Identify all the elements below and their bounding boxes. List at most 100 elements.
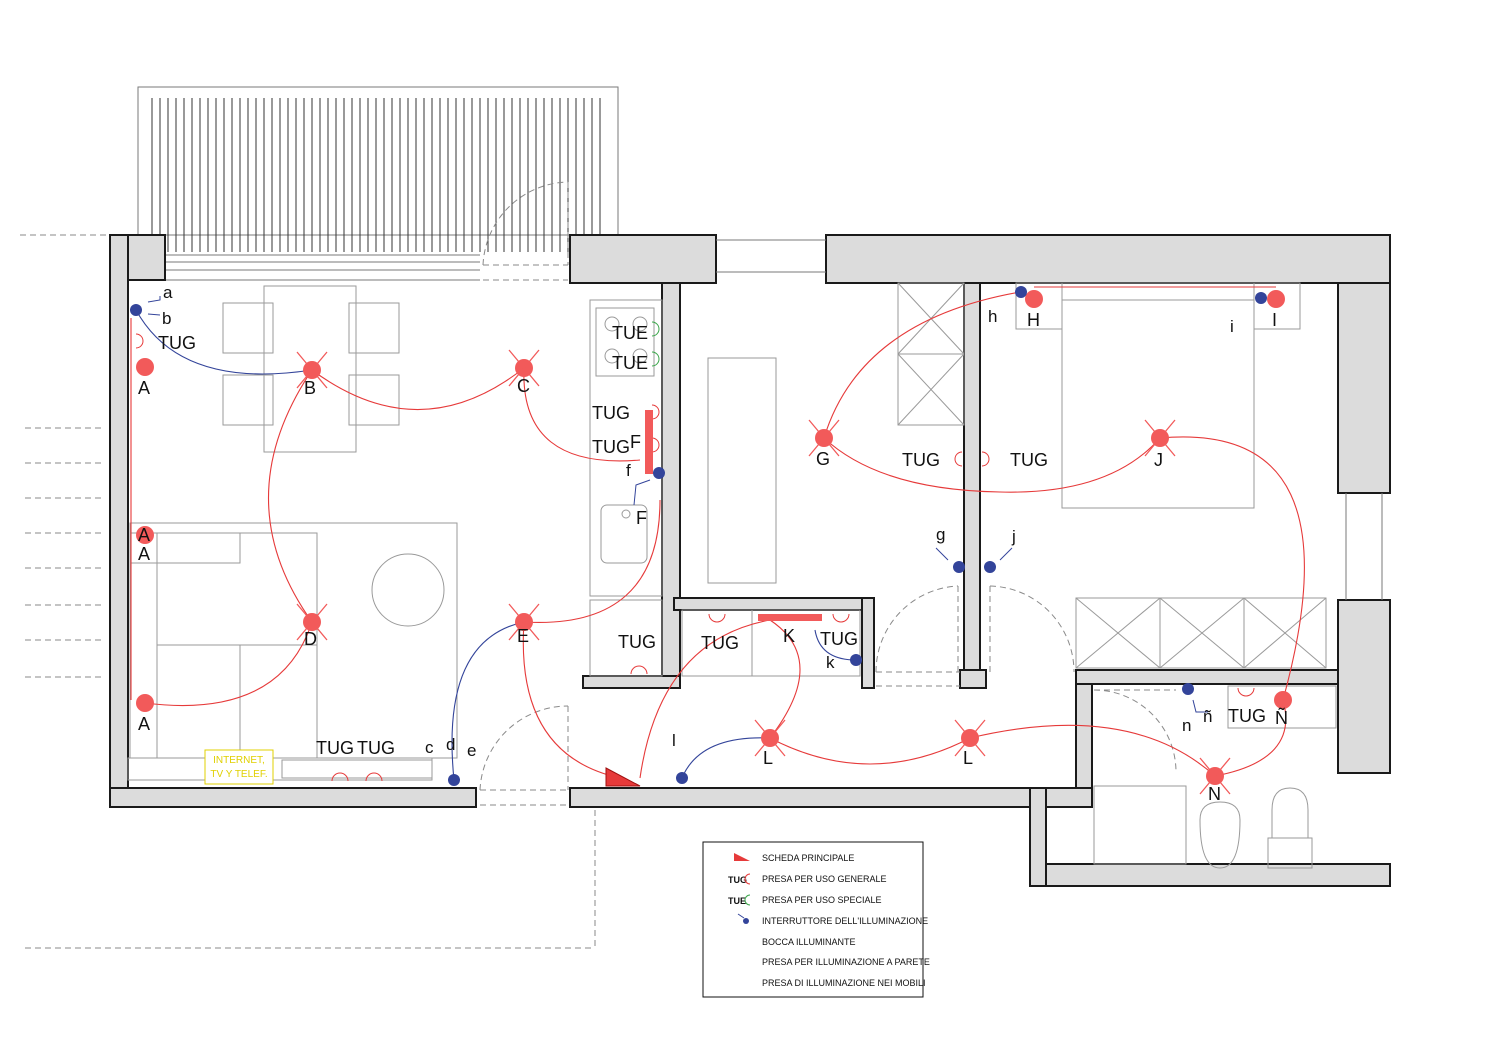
ceiling-light-n — [1199, 757, 1231, 795]
label-l2: L — [963, 748, 973, 768]
label-k: K — [783, 626, 795, 646]
ceiling-light-d — [296, 603, 328, 641]
label-switch-f: f — [626, 461, 631, 480]
label-d: D — [304, 629, 317, 649]
wall-light-a1 — [136, 358, 154, 376]
label-switch-d: d — [446, 735, 455, 754]
label-j: J — [1154, 450, 1163, 470]
ceiling-lights — [296, 349, 1231, 795]
label-tug-laundry-1: TUG — [701, 633, 739, 653]
legend-switch-icon — [743, 918, 749, 924]
label-tue-2: TUE — [612, 353, 648, 373]
legend-text-tue: PRESA PER USO SPECIALE — [762, 895, 882, 905]
ceiling-light-l2 — [954, 719, 986, 757]
switch-l — [676, 772, 688, 784]
label-g: G — [816, 449, 830, 469]
legend: TUG TUE SCHEDA PRINCIPALE PRESA PER USO … — [702, 841, 930, 998]
legend-tug-prefix: TUG — [728, 875, 747, 885]
label-tug-bath: TUG — [1228, 706, 1266, 726]
ceiling-light-b — [296, 351, 328, 389]
legend-text-panel: SCHEDA PRINCIPALE — [762, 853, 854, 863]
label-switch-enye: ñ — [1203, 707, 1212, 726]
label-tug-bedroom: TUG — [1010, 450, 1048, 470]
openings — [479, 181, 1383, 806]
label-a1: A — [138, 378, 150, 398]
switch-n — [1182, 683, 1194, 695]
label-f1: F — [630, 432, 641, 452]
label-h: H — [1027, 310, 1040, 330]
label-tug-living-2: TUG — [357, 738, 395, 758]
tue-outlets — [651, 321, 660, 367]
label-c: C — [517, 376, 530, 396]
switch-j — [984, 561, 996, 573]
wall-light-bar-k — [758, 614, 822, 621]
label-f2: F — [636, 508, 647, 528]
legend-tue-icon — [744, 894, 751, 906]
label-a2: A — [138, 544, 150, 564]
legend-text-furniture-light: PRESA DI ILLUMINAZIONE NEI MOBILI — [762, 978, 926, 988]
wall-light-a2 — [136, 526, 154, 544]
switch-k — [850, 654, 862, 666]
balcony — [137, 86, 619, 281]
exterior-guides — [20, 234, 596, 949]
switch-f — [653, 467, 665, 479]
ceiling-light-l1 — [754, 719, 786, 757]
label-switch-i: i — [1230, 317, 1234, 336]
wall-light-bar-f — [645, 410, 653, 474]
label-i: I — [1272, 310, 1277, 330]
switch-g — [953, 561, 965, 573]
label-switch-g: g — [936, 525, 945, 544]
switches — [130, 286, 1267, 786]
label-tug-laundry-2: TUG — [820, 629, 858, 649]
label-tug-dining: TUG — [158, 333, 196, 353]
legend-text-switch: INTERRUTTORE DELL'ILLUMINAZIONE — [762, 916, 928, 926]
wall-light-a3 — [136, 694, 154, 712]
label-switch-n: n — [1182, 716, 1191, 735]
internet-tv-phone-box — [204, 749, 274, 785]
light-labels: A A A A B C D E F F G H I J K L L N Ñ — [138, 310, 1288, 804]
legend-switch-tick — [737, 913, 745, 919]
main-panel-icon — [605, 767, 641, 787]
label-b: B — [304, 378, 316, 398]
switch-h — [1015, 286, 1027, 298]
label-switch-h: h — [988, 307, 997, 326]
ceiling-light-g — [808, 419, 840, 457]
furniture — [127, 282, 1337, 869]
label-tug-kitchen-2: TUG — [592, 437, 630, 457]
switch-labels: a b c d e f g h i j k l n ñ — [162, 283, 1234, 760]
internet-label-line1: INTERNET, — [213, 755, 265, 766]
label-switch-c: c — [425, 738, 434, 757]
ceiling-light-e — [508, 603, 540, 641]
legend-panel-icon — [734, 853, 750, 861]
wiring — [130, 286, 1305, 781]
walls — [109, 234, 1391, 887]
label-l1: L — [763, 748, 773, 768]
legend-text-tug: PRESA PER USO GENERALE — [762, 874, 887, 884]
legend-tue-prefix: TUE — [728, 896, 746, 906]
label-e: E — [517, 626, 529, 646]
label-switch-l: l — [672, 731, 676, 750]
tug-outlets — [135, 333, 1255, 782]
label-switch-b: b — [162, 309, 171, 328]
wall-light-enye — [1274, 691, 1292, 709]
ceiling-light-c — [508, 349, 540, 387]
label-tug-living-1: TUG — [316, 738, 354, 758]
legend-text-ceiling-light: BOCCA ILLUMINANTE — [762, 937, 856, 947]
wall-light-h — [1025, 290, 1043, 308]
label-enye: Ñ — [1275, 707, 1288, 728]
wall-light-i — [1267, 290, 1285, 308]
switch-ab — [130, 304, 142, 316]
ceiling-light-j — [1144, 419, 1176, 457]
legend-box — [702, 841, 924, 998]
outlet-labels: TUG TUE TUE TUG TUG TUG TUG TUG TUG TUG … — [158, 323, 1266, 758]
label-switch-k: k — [826, 653, 835, 672]
wall-lights — [136, 290, 1292, 712]
switch-cde — [448, 774, 460, 786]
label-switch-e: e — [467, 741, 476, 760]
label-a3: A — [138, 714, 150, 734]
label-n: N — [1208, 784, 1221, 804]
label-switch-a: a — [163, 283, 173, 302]
legend-tug-icon — [744, 873, 751, 885]
legend-text-wall-light: PRESA PER ILLUMINAZIONE A PARETE — [762, 957, 930, 967]
label-tue-1: TUE — [612, 323, 648, 343]
